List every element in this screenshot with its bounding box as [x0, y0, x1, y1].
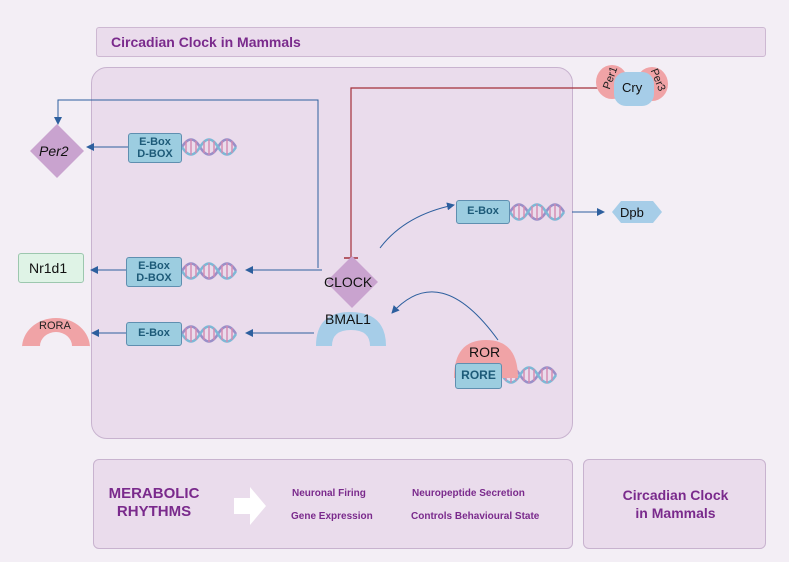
dpb-label: Dpb	[620, 205, 644, 220]
per2-label: Per2	[39, 143, 69, 159]
ebox-dpb: E-Box	[456, 200, 510, 224]
controls-behavioural-state-text: Controls Behavioural State	[411, 511, 540, 522]
metabolic-rhythms-title: MERABOLIC RHYTHMS	[104, 485, 204, 521]
metabolic-line1: MERABOLIC	[108, 485, 200, 502]
rora-label: RORA	[39, 320, 71, 332]
dna-helix-per2	[180, 137, 238, 157]
ebox-dbox-nr1d1: E-Box D-BOX	[126, 257, 182, 287]
circadian-panel-title: Circadian Clock in Mammals	[584, 486, 767, 522]
dna-helix-dpb	[508, 202, 566, 222]
clock-label: CLOCK	[324, 274, 373, 290]
bmal1-label: BMAL1	[325, 311, 371, 327]
circadian-line1: Circadian Clock	[622, 487, 729, 503]
clock-diamond	[326, 256, 378, 308]
right-arrow-icon	[234, 487, 266, 525]
gene-expression-text: Gene Expression	[291, 511, 373, 522]
dbox-label: D-BOX	[136, 272, 172, 284]
page-title: Circadian Clock in Mammals	[111, 34, 301, 50]
ebox-label: E-Box	[467, 205, 499, 217]
dna-helix-nr1d1	[180, 261, 238, 281]
dbox-label: D-BOX	[137, 148, 173, 160]
ebox-dbox-per2: E-Box D-BOX	[128, 133, 182, 163]
dpb-hexagon	[612, 201, 662, 223]
rore-box: RORE	[455, 363, 502, 389]
arrow-clock-to-per2	[54, 99, 319, 268]
metabolic-line2: RHYTHMS	[116, 503, 192, 520]
circadian-line2: in Mammals	[635, 505, 716, 521]
rore-label: RORE	[461, 368, 496, 382]
inhibition-line	[350, 87, 600, 258]
cry-per-complex	[596, 65, 668, 106]
rora-protein	[22, 318, 90, 348]
title-bar: Circadian Clock in Mammals	[96, 27, 766, 57]
per2-diamond	[30, 124, 84, 178]
neuronal-firing-text: Neuronal Firing	[292, 488, 366, 499]
outputs-panel: MERABOLIC RHYTHMS Neuronal Firing Gene E…	[93, 459, 573, 549]
circadian-panel: Circadian Clock in Mammals	[583, 459, 766, 549]
arrow-clock-to-dpb-ebox	[379, 202, 455, 249]
neuropeptide-secretion-text: Neuropeptide Secretion	[412, 488, 525, 499]
ebox-label: E-Box	[139, 136, 171, 148]
nr1d1-box: Nr1d1	[18, 253, 84, 283]
cry-label: Cry	[622, 80, 643, 95]
nr1d1-label: Nr1d1	[29, 260, 68, 276]
ror-label: ROR	[469, 344, 501, 360]
dna-helix-rora	[180, 324, 238, 344]
bmal1-protein	[316, 312, 386, 346]
ebox-label: E-Box	[138, 327, 170, 339]
ebox-rora: E-Box	[126, 322, 182, 346]
arrow-ror-to-bmal1	[391, 291, 499, 341]
ebox-label: E-Box	[138, 260, 170, 272]
